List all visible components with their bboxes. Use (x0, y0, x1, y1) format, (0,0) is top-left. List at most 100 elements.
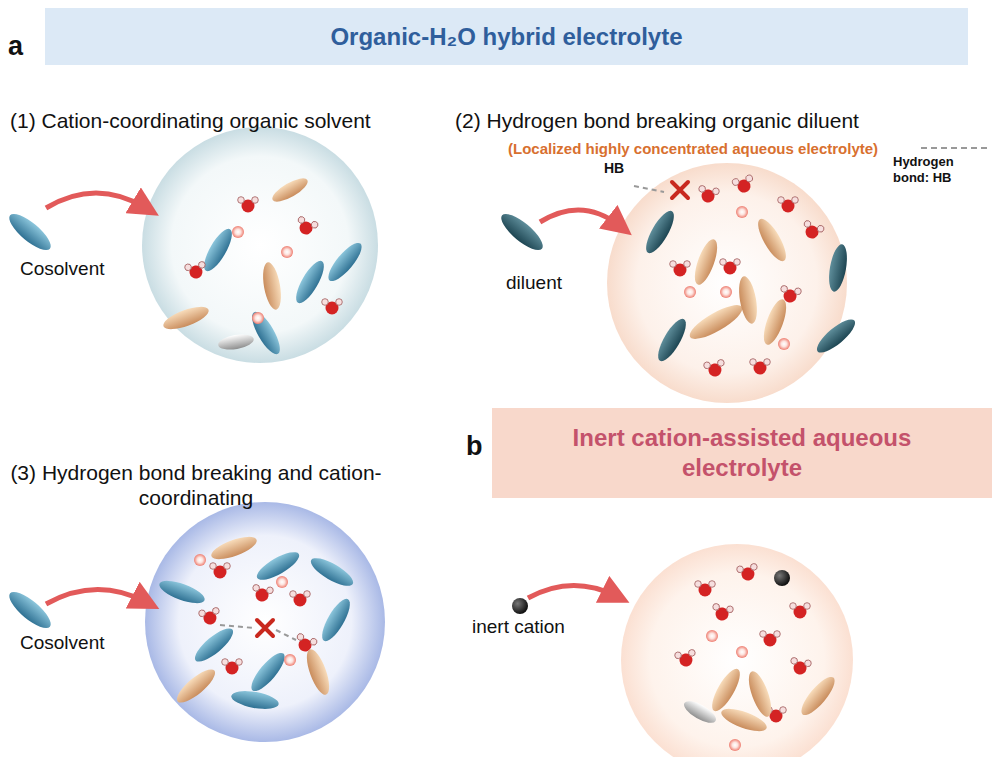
banner-text: Inert cation-assisted aqueous electrolyt… (572, 423, 912, 483)
panel-heading: (3) Hydrogen bond breaking and cation-co… (6, 460, 386, 510)
water-molecule (695, 581, 716, 597)
water-molecule (703, 359, 726, 378)
water-molecule (184, 261, 207, 280)
hydrogen-atom (732, 178, 740, 186)
cation (252, 312, 264, 324)
inert-cation (512, 598, 528, 614)
hydrogen-atom (304, 591, 311, 598)
panel-subheading: (Localized highly concentrated aqueous e… (508, 140, 878, 158)
hydrogen-atom (764, 359, 771, 366)
hydrogen-atom (804, 659, 812, 667)
hydrogen-atom (236, 659, 243, 666)
solvent-molecule (209, 532, 260, 563)
hydrogen-atom (736, 565, 744, 573)
hydrogen-atom (780, 285, 788, 293)
hydrogen-atom (670, 261, 677, 268)
solvent-molecule (736, 275, 760, 325)
legend-text: Hydrogen bond: HB (893, 154, 973, 185)
add-arrow (46, 589, 146, 604)
electrolyte-circle (145, 502, 385, 742)
solvent-molecule (641, 207, 679, 257)
hydrogen-atom (198, 261, 206, 269)
hydrogen-atom (750, 563, 758, 571)
hydrogen-bond (220, 625, 254, 628)
solvent-molecule (157, 576, 208, 607)
water-molecule (198, 607, 221, 626)
solvent-molecule (260, 261, 284, 311)
solvent-molecule (690, 237, 721, 288)
solvent-molecule (190, 623, 237, 666)
component-label: diluent (506, 272, 562, 295)
hydrogen-atom (703, 361, 711, 369)
water-molecule (210, 563, 231, 579)
solvent-molecule (199, 225, 237, 275)
hydrogen-atom (336, 299, 343, 306)
panel-letter: a (8, 30, 23, 62)
cation (720, 286, 732, 298)
hydrogen-atom (184, 263, 192, 271)
component-label: inert cation (472, 616, 565, 639)
hydrogen-atom (803, 220, 811, 228)
panel-heading: (1) Cation-coordinating organic solvent (10, 108, 371, 133)
hydrogen-atom (210, 563, 217, 570)
hydrogen-atom (750, 359, 757, 366)
solvent-molecule (796, 672, 839, 719)
add-arrow (540, 210, 620, 226)
hydrogen-bond (276, 630, 296, 640)
solvent-molecule (307, 553, 357, 591)
cation (778, 338, 790, 350)
water-molecule (800, 220, 825, 242)
hydrogen-atom (734, 259, 741, 266)
hydrogen-atom (297, 216, 305, 224)
hydrogen-atom (322, 299, 329, 306)
component-label: Cosolvent (20, 258, 105, 281)
hydrogen-atom (780, 707, 787, 714)
hydrogen-atom (712, 187, 720, 195)
water-molecule (290, 591, 311, 607)
solvent-molecule (246, 648, 289, 695)
water-molecule (293, 633, 318, 655)
hydrogen-atom (224, 563, 231, 570)
water-molecule (294, 216, 319, 238)
hydrogen-atom (745, 174, 753, 182)
hydrogen-atom (684, 261, 691, 268)
hydrogen-atom (290, 591, 297, 598)
water-molecule (222, 659, 243, 675)
solvent-molecule (302, 647, 333, 698)
cation (232, 226, 244, 238)
water-molecule (322, 299, 343, 315)
cation (281, 246, 293, 258)
electrolyte-circle (142, 127, 378, 363)
solvent-molecule (230, 688, 280, 712)
hydrogen-atom (720, 259, 727, 266)
solvent-molecule (719, 704, 770, 735)
solvent-molecule (317, 595, 355, 645)
panel-letter: b (466, 430, 483, 462)
legend-line-sample (921, 144, 991, 152)
water-molecule (750, 359, 771, 375)
hydrogen-atom (688, 649, 696, 657)
solvent-molecule (291, 257, 329, 307)
hydrogen-atom (296, 633, 304, 641)
hydrogen-atom (309, 638, 317, 646)
hydrogen-atom (794, 287, 802, 295)
water-molecule (711, 603, 734, 622)
solvent-molecule (686, 299, 747, 345)
legend-entry: Hydrogen bond: HB (893, 144, 993, 185)
water-molecule (789, 657, 812, 676)
hydrogen-atom (790, 603, 797, 610)
solvent-molecule (812, 314, 859, 357)
add-arrow (528, 585, 616, 598)
water-molecule (697, 185, 720, 204)
section-banner: Inert cation-assisted aqueous electrolyt… (492, 408, 992, 498)
hydrogen-atom (252, 197, 259, 204)
hydrogen-atom (222, 659, 229, 666)
component-label: Cosolvent (20, 632, 105, 655)
water-molecule (238, 197, 259, 213)
hydrogen-atom (712, 603, 720, 611)
water-molecule (760, 631, 781, 647)
cation (684, 286, 696, 298)
solvent-molecule (496, 208, 547, 255)
solvent-molecule (4, 586, 55, 633)
solvent-molecule (269, 174, 311, 206)
